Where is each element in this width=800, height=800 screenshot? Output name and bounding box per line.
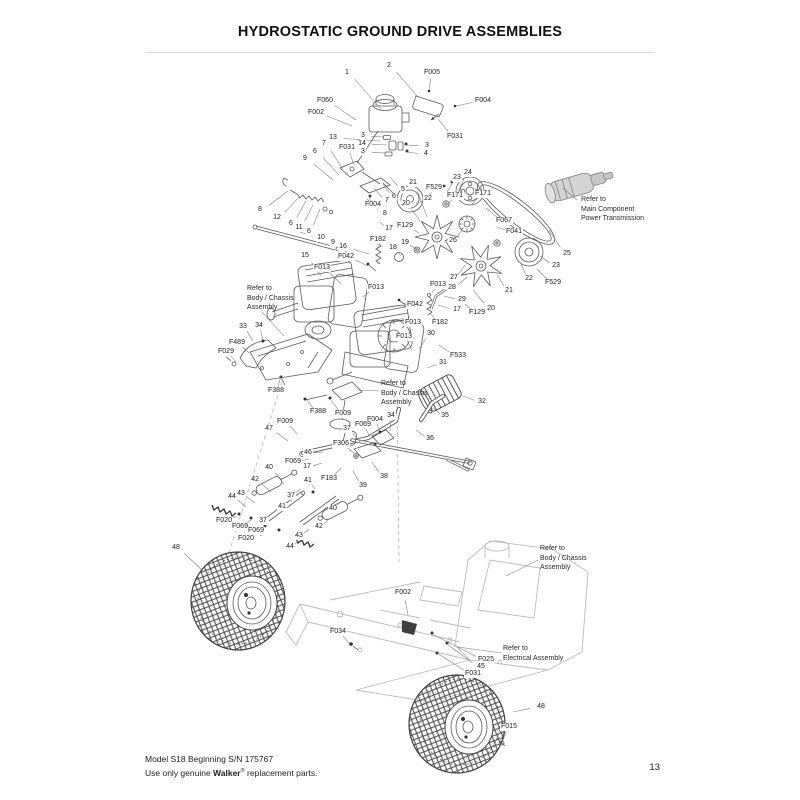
power-transmission-coupler: [544, 171, 614, 204]
footer-notice-line: Use only genuine Walker® replacement par…: [145, 767, 318, 778]
transaxle-right: [326, 304, 425, 389]
left-drive-tire: [190, 551, 286, 651]
right-drive-tire: [408, 674, 506, 774]
bent-tubes: [299, 393, 446, 457]
reservoir-tank: [368, 89, 457, 133]
cover-panel: [412, 95, 444, 121]
cooling-fans: [414, 214, 510, 295]
fittings-stack: [383, 135, 409, 157]
page-title: HYDROSTATIC GROUND DRIVE ASSEMBLIES: [237, 24, 563, 40]
page-number: 13: [649, 762, 660, 773]
footer-model-line: Model S18 Beginning S/N 175767: [145, 754, 274, 764]
oil-filter: [417, 374, 462, 414]
chassis-frame-sketch: [227, 381, 589, 703]
registered-mark: ®: [240, 768, 245, 774]
springs-and-bolts: [366, 239, 447, 316]
chassis-clips: [349, 620, 449, 655]
footer: Model S18 Beginning S/N 175767 Use only …: [145, 753, 317, 779]
mount-bracket: [225, 333, 333, 386]
transaxle-left: [266, 259, 369, 340]
control-rod: [343, 430, 477, 472]
pedal-brackets: [303, 381, 395, 459]
linkage-chain: [252, 177, 341, 252]
control-levers: [339, 130, 395, 198]
brand-name: Walker: [213, 767, 241, 778]
title-rule: [145, 52, 655, 53]
damper-linkage: [211, 469, 364, 549]
